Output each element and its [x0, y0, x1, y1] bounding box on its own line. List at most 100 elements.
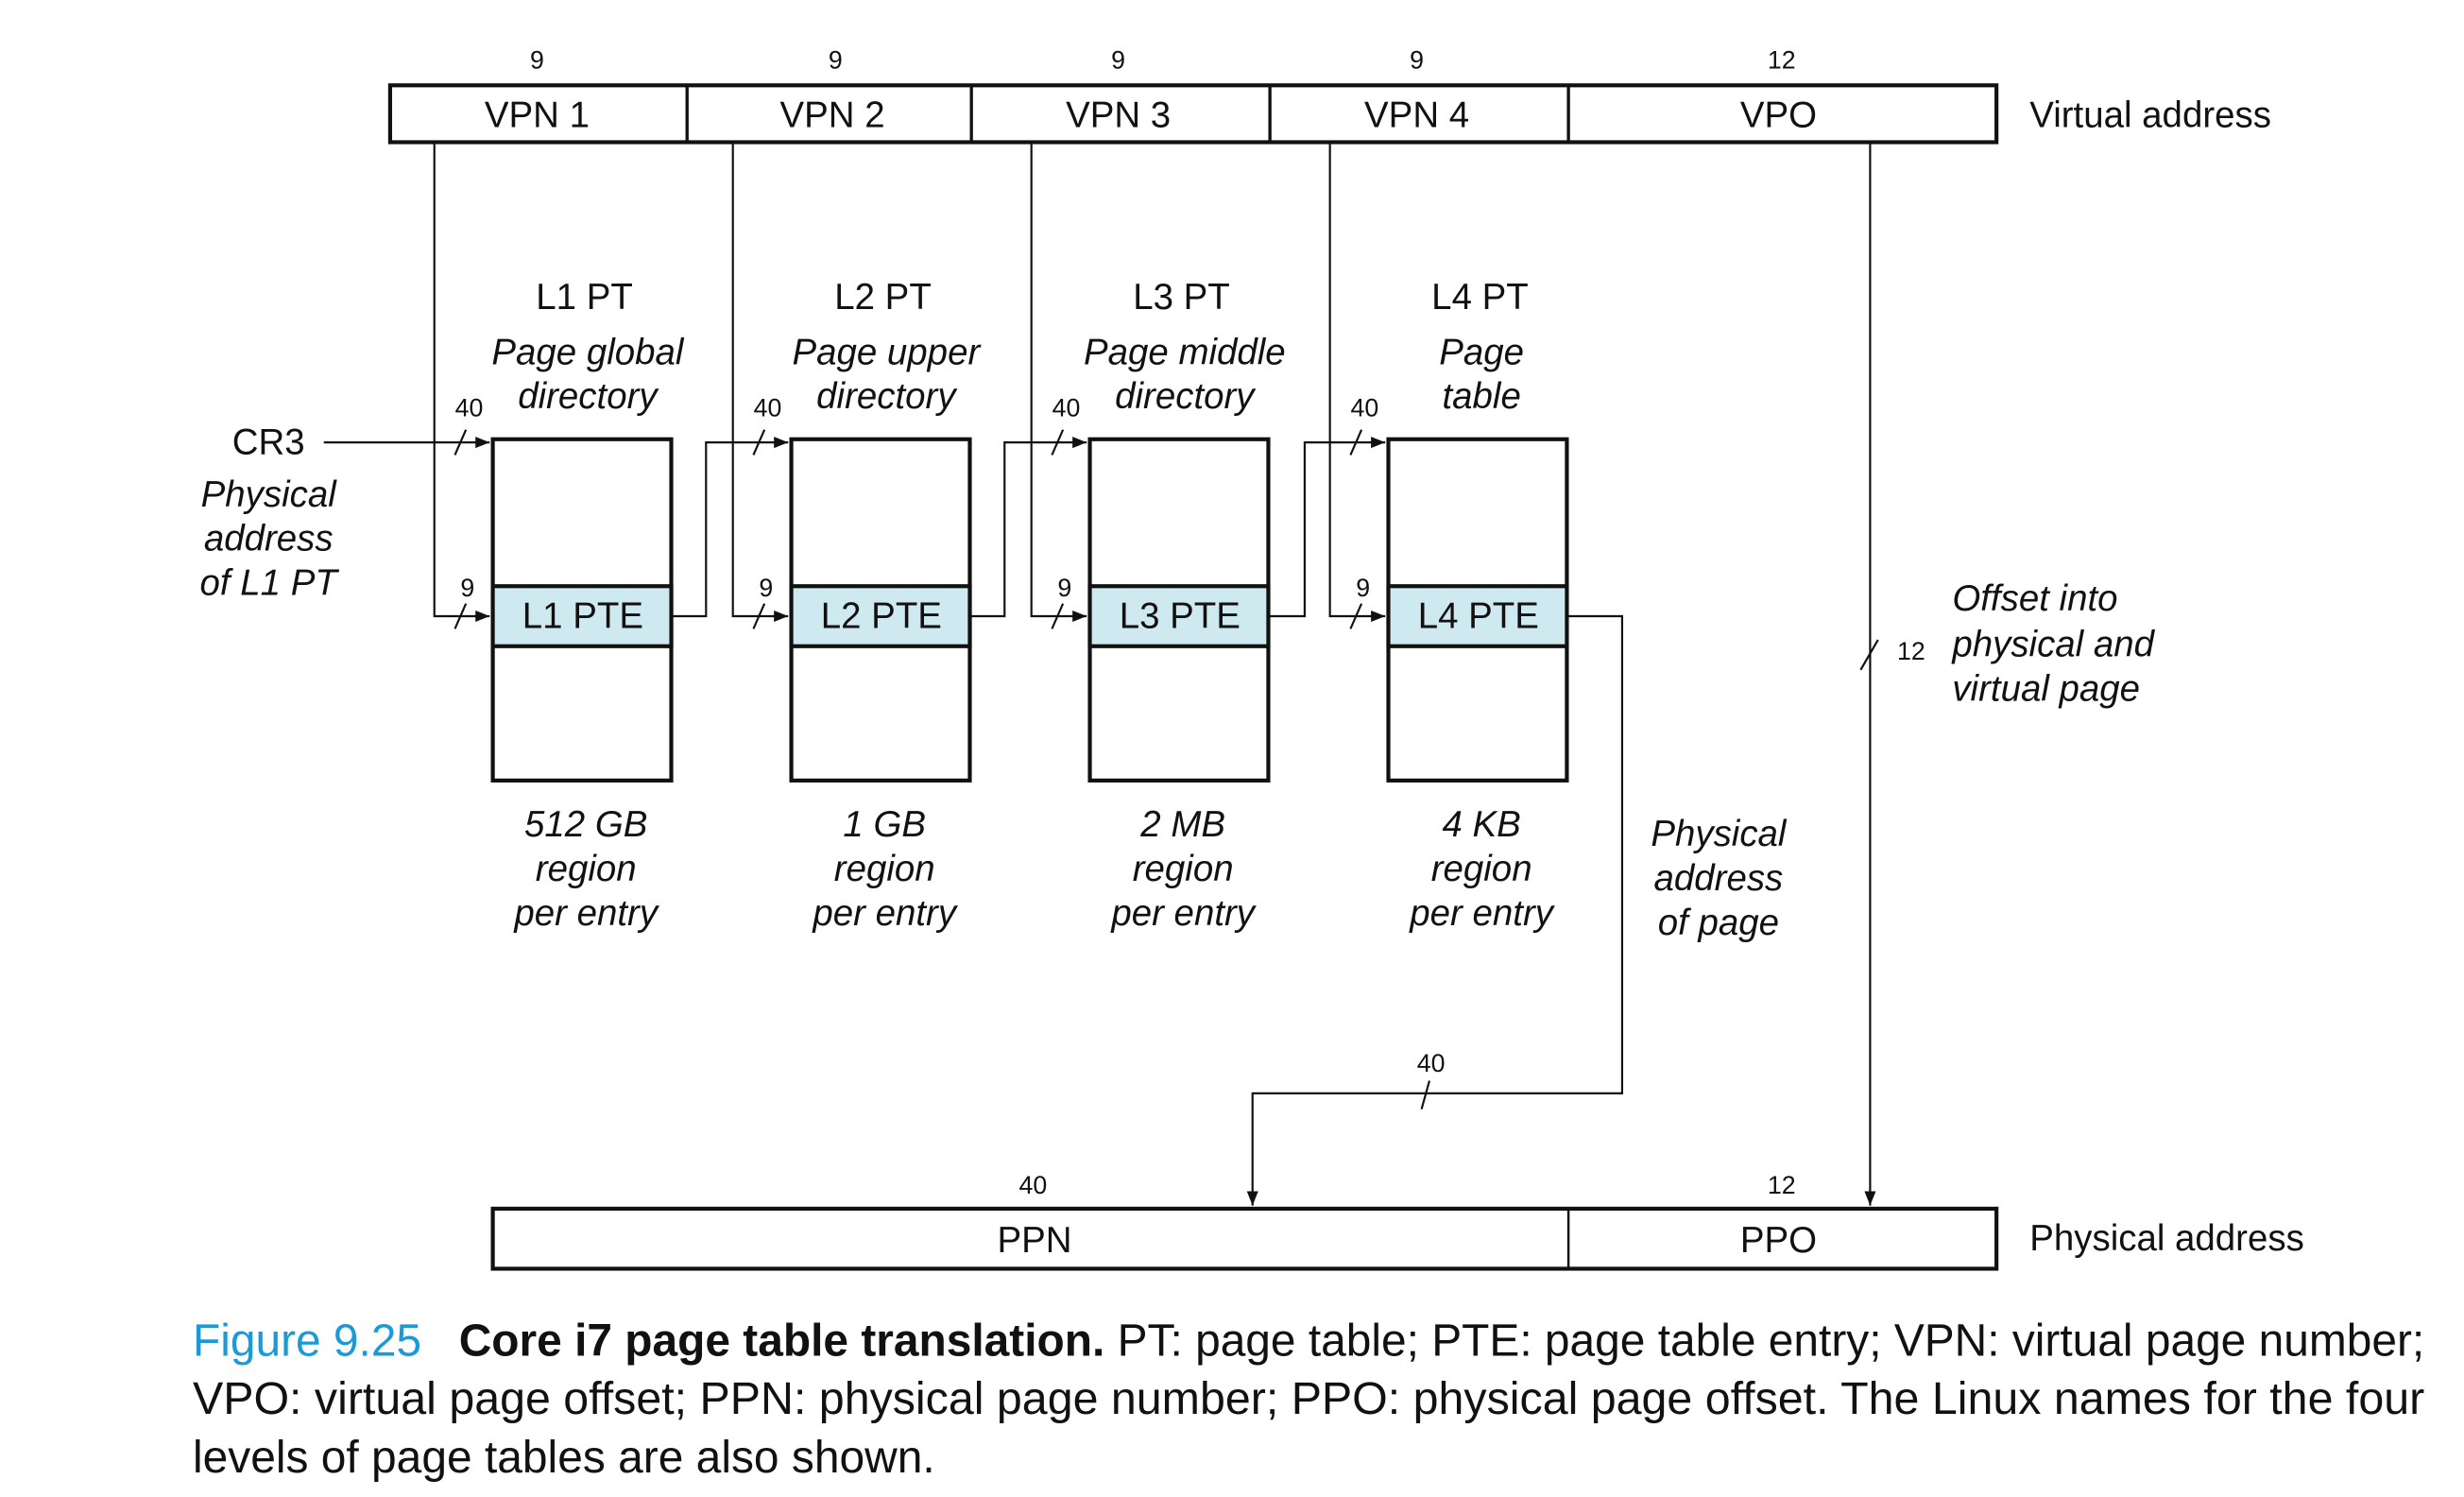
vpn2-field: VPN 2 — [779, 95, 884, 136]
linux-name: Page — [1439, 332, 1524, 372]
offset-desc: virtual page — [1952, 668, 2140, 709]
base-bits: 40 — [1052, 393, 1081, 422]
region-size: 1 GB — [843, 804, 926, 845]
l3-to-l4-arrow — [1268, 437, 1386, 618]
base-bits: 40 — [754, 393, 782, 422]
page-address-annotation: Physical address of page 40 — [1417, 814, 1788, 1110]
region-size: region — [1133, 849, 1234, 889]
offset-desc: Offset into — [1952, 578, 2117, 619]
ppo-field: PPO — [1740, 1220, 1817, 1261]
bus-slash — [1349, 603, 1363, 629]
bus-slash — [752, 429, 766, 456]
vpn3-index-arrow — [1030, 142, 1087, 623]
index-bits: 9 — [759, 574, 773, 602]
pte-row — [1386, 584, 1569, 648]
bus-slash — [1051, 603, 1065, 629]
pte-label: L2 PTE — [821, 596, 942, 637]
vpn4-bits: 9 — [1410, 46, 1424, 75]
caption-line-1: Figure 9.25 Core i7 page table translatio… — [193, 1315, 2424, 1366]
cr3-label: CR3 — [232, 422, 305, 463]
l2-to-l3-arrow — [969, 437, 1087, 618]
vpn2-bits: 9 — [829, 46, 843, 75]
index-bits: 9 — [460, 574, 474, 602]
ppn-field: PPN — [998, 1220, 1072, 1261]
vpn1-index-arrow — [433, 142, 490, 623]
cr3-desc: Physical — [201, 474, 338, 515]
offset-annotation: 12 Offset into physical and virtual page — [1859, 578, 2156, 709]
table-title: L4 PT — [1431, 277, 1529, 318]
figure-caption: Figure 9.25 Core i7 page table translatio… — [193, 1315, 2424, 1483]
vpo-bits: 12 — [1768, 46, 1796, 75]
region-size: 512 GB — [524, 804, 647, 845]
virtual-address-bar: VPN 1 VPN 2 VPN 3 VPN 4 VPO 9 9 9 9 12 V… — [387, 46, 2271, 145]
bus-slash — [752, 603, 766, 629]
l3-page-table: L3 PT Page middle directory L3 PTE 40 9 … — [1051, 277, 1286, 934]
pte-row — [490, 584, 674, 648]
bus-slash — [1349, 429, 1363, 456]
linux-name: Page global — [491, 332, 684, 372]
vpn1-field: VPN 1 — [485, 95, 590, 136]
bus-slash — [1859, 639, 1879, 671]
l4-page-table: L4 PT Page table L4 PTE 40 9 4 KB region… — [1349, 277, 1569, 934]
region-size: region — [536, 849, 637, 889]
page-address-desc: of page — [1658, 903, 1779, 943]
vpn2-index-arrow — [731, 142, 789, 623]
offset-bits: 12 — [1897, 637, 1925, 665]
offset-desc: physical and — [1951, 625, 2155, 665]
l2-page-table: L2 PT Page upper directory L2 PTE 40 9 1… — [752, 277, 982, 934]
figure-title: Core i7 page table translation. — [459, 1315, 1105, 1366]
cr3-register: CR3 Physical address of L1 PT — [200, 422, 490, 603]
pte-label: L4 PTE — [1418, 596, 1539, 637]
vpn4-field: VPN 4 — [1364, 95, 1469, 136]
index-bits: 9 — [1057, 574, 1071, 602]
vpn1-bits: 9 — [530, 46, 544, 75]
linux-name: Page upper — [792, 332, 982, 372]
ppn-bits: 40 — [1018, 1171, 1047, 1199]
index-bits: 9 — [1356, 574, 1370, 602]
bus-slash — [453, 603, 468, 629]
region-size: per entry — [1409, 893, 1555, 934]
virtual-address-box — [387, 83, 1999, 145]
l1-page-table: L1 PT Page global directory L1 PTE 40 9 … — [453, 277, 685, 934]
pte-row — [789, 584, 972, 648]
physical-address-label: Physical address — [2029, 1218, 2304, 1259]
bus-slash — [1420, 1080, 1431, 1110]
caption-line-3: levels of page tables are also shown. — [193, 1432, 935, 1483]
linux-name: directory — [518, 376, 659, 417]
linux-name: directory — [1115, 376, 1257, 417]
bus-slash — [453, 429, 468, 456]
region-size: region — [1431, 849, 1532, 889]
vpn3-bits: 9 — [1111, 46, 1125, 75]
page-address-bits: 40 — [1417, 1049, 1446, 1077]
region-size: 2 MB — [1139, 804, 1225, 845]
vpo-field: VPO — [1740, 95, 1817, 136]
region-size: region — [834, 849, 935, 889]
table-title: L1 PT — [536, 277, 633, 318]
table-title: L2 PT — [834, 277, 932, 318]
region-size: per entry — [812, 893, 958, 934]
page-address-desc: address — [1654, 858, 1784, 899]
pte-label: L1 PTE — [522, 596, 643, 637]
cr3-desc: address — [204, 519, 334, 559]
l4-to-ppn-arrow — [1246, 614, 1624, 1206]
physical-address-bar: PPN PPO 40 12 Physical address — [490, 1171, 2304, 1271]
linux-name: table — [1442, 376, 1520, 417]
pte-row — [1087, 584, 1271, 648]
ppo-bits: 12 — [1768, 1171, 1796, 1199]
pte-label: L3 PTE — [1120, 596, 1241, 637]
page-address-desc: Physical — [1651, 814, 1788, 854]
figure-number: Figure 9.25 — [193, 1315, 421, 1366]
linux-name: directory — [816, 376, 958, 417]
caption-text: PT: page table; PTE: page table entry; V… — [1104, 1315, 2424, 1366]
physical-address-box — [490, 1206, 1999, 1271]
l1-to-l2-arrow — [671, 437, 789, 618]
caption-line-2: VPO: virtual page offset; PPN: physical … — [193, 1373, 2424, 1424]
virtual-address-label: Virtual address — [2029, 95, 2271, 136]
region-size: per entry — [513, 893, 659, 934]
vpn3-field: VPN 3 — [1066, 95, 1171, 136]
cr3-desc: of L1 PT — [200, 562, 340, 603]
vpn4-index-arrow — [1328, 142, 1386, 623]
linux-name: Page middle — [1084, 332, 1286, 372]
